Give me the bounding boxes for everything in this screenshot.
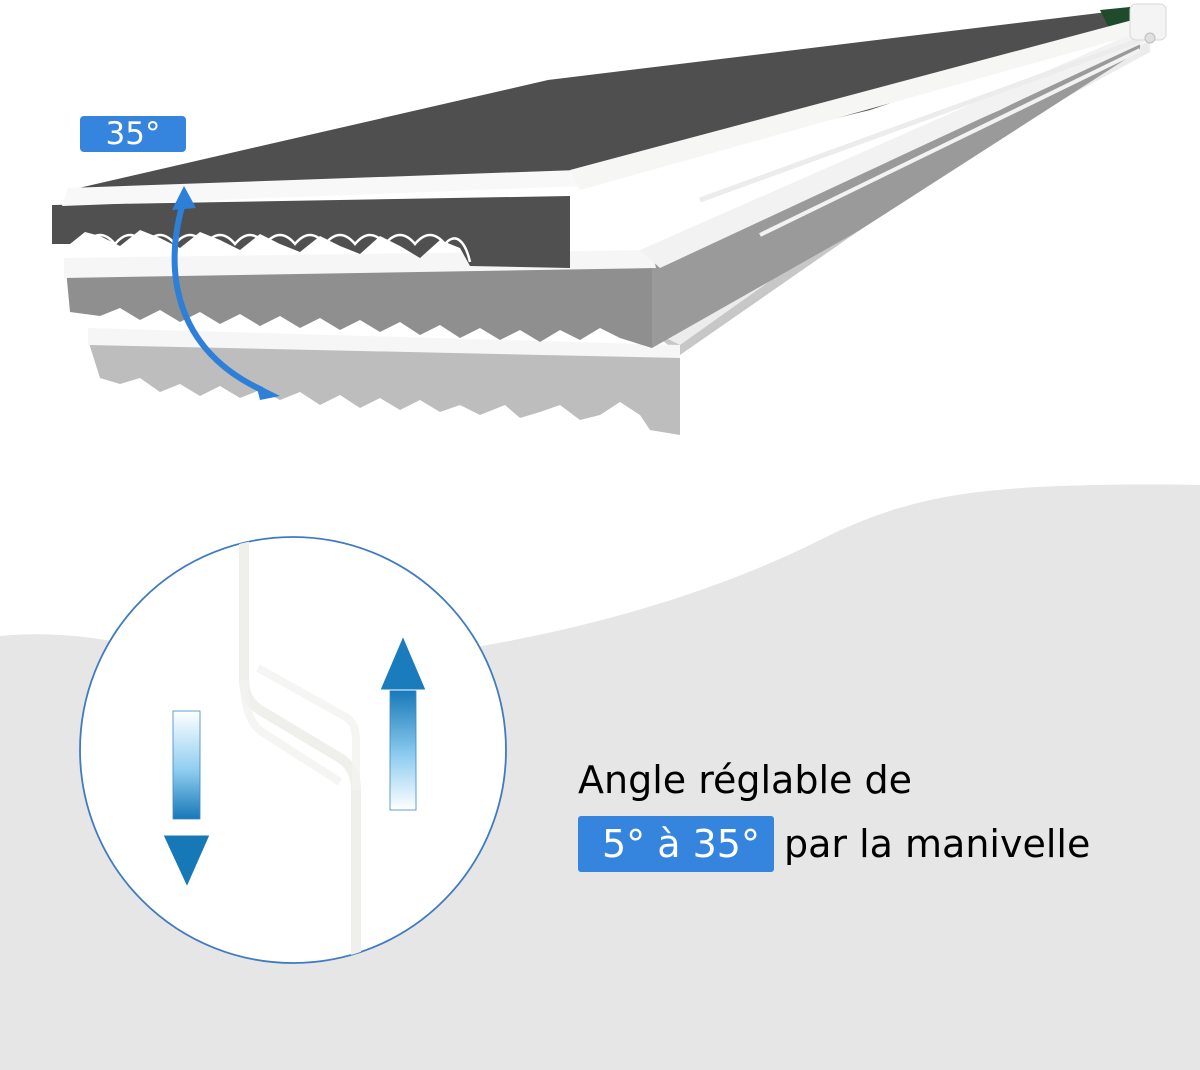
awning-fabric-top bbox=[70, 8, 1140, 190]
angle-range-highlight: 5° à 35° bbox=[578, 816, 774, 872]
caption-line-1: Angle réglable de bbox=[578, 758, 912, 802]
awning-fabric-low bbox=[88, 340, 680, 435]
caption-line-2-rest: par la manivelle bbox=[783, 822, 1091, 866]
caption-line-2: 5° à 35° par la manivelle bbox=[578, 816, 1090, 872]
awning-fabric-mid bbox=[66, 262, 652, 348]
caption: Angle réglable de 5° à 35° par la manive… bbox=[578, 752, 1090, 872]
arrow-up-icon bbox=[389, 689, 417, 811]
awning-illustration bbox=[52, 3, 1167, 435]
angle-badge-35: 35° bbox=[80, 116, 186, 152]
angle-arc-arrow bbox=[171, 199, 264, 393]
arrow-down-icon bbox=[172, 710, 201, 820]
crank-inset bbox=[79, 536, 507, 964]
